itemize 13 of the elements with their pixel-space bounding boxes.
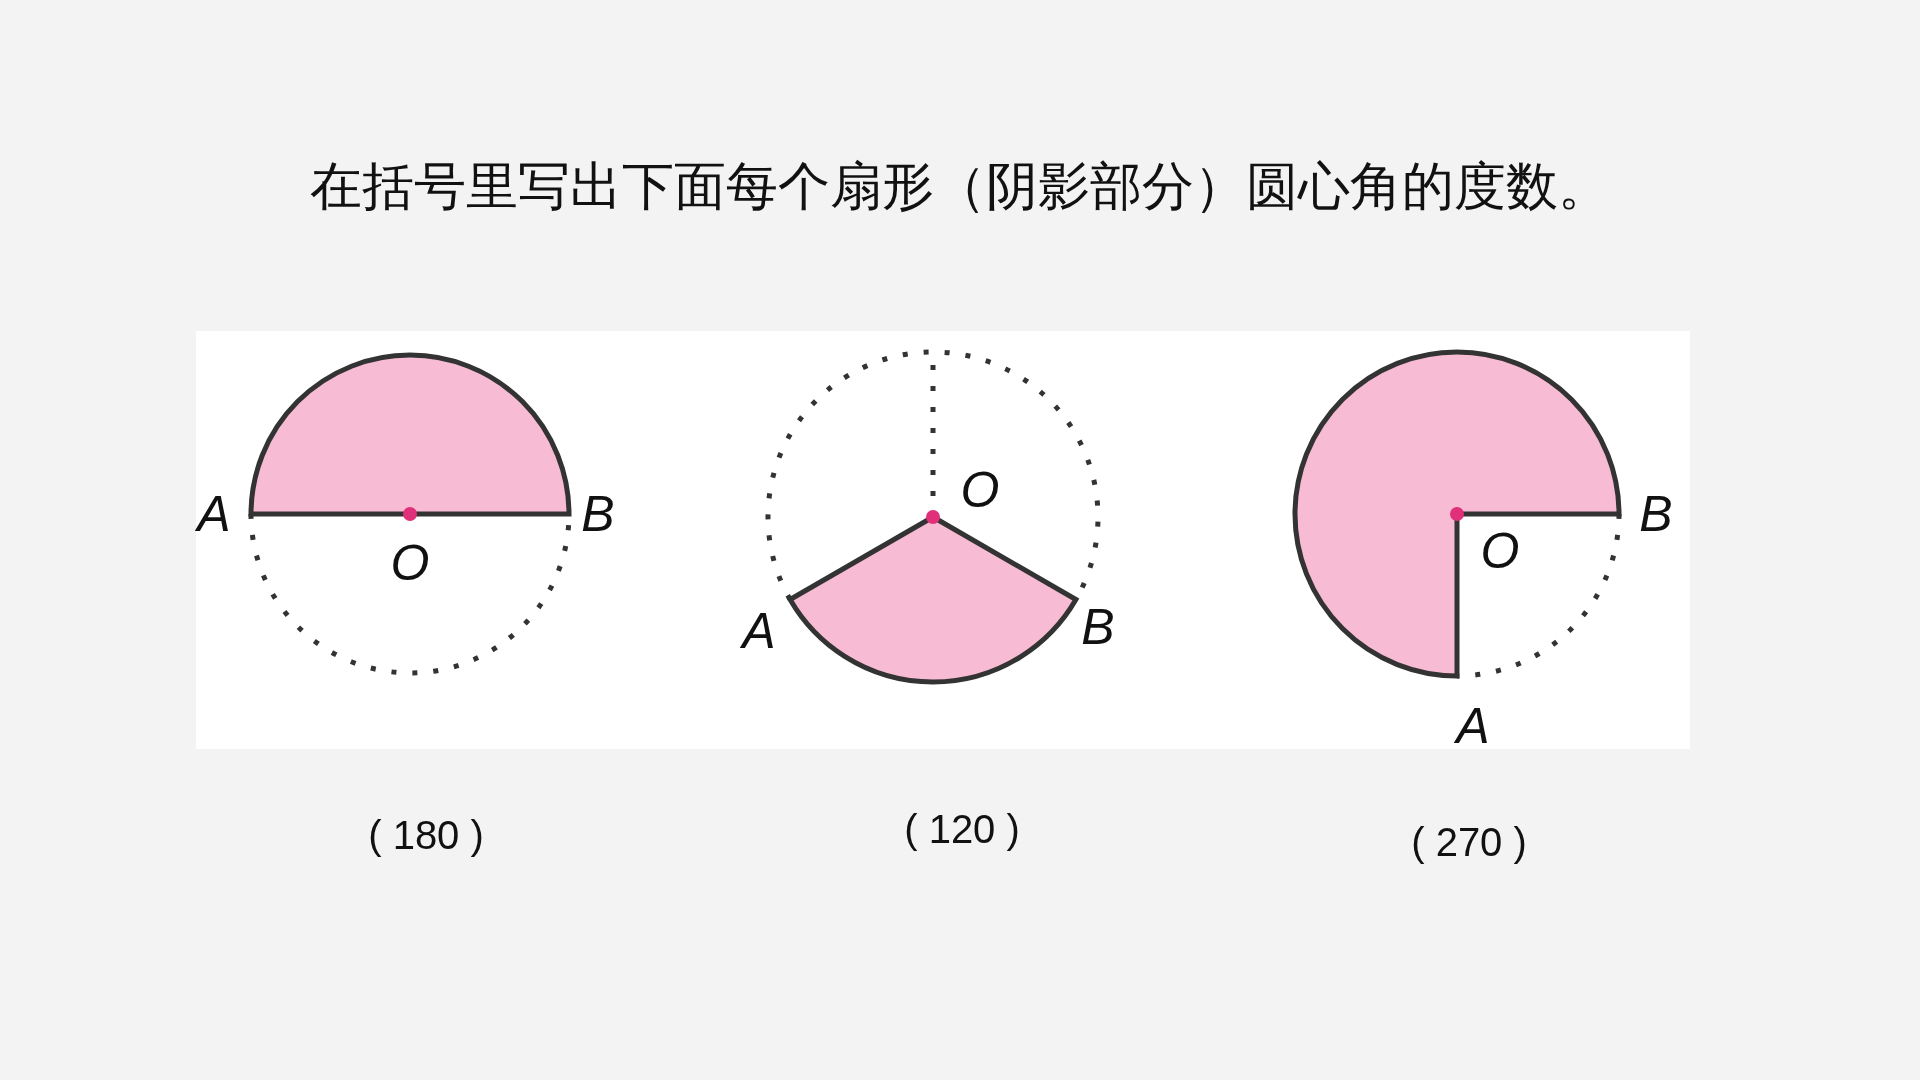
- point-label: A: [197, 489, 231, 539]
- point-label: B: [1639, 489, 1673, 539]
- point-label: B: [1081, 602, 1115, 652]
- title: 在括号里写出下面每个扇形（阴影部分）圆心角的度数。: [310, 160, 1610, 212]
- point-label: A: [742, 606, 776, 656]
- point-label: A: [1456, 701, 1490, 751]
- point-label: B: [581, 489, 615, 539]
- answer-text: ( 180 ): [368, 815, 484, 855]
- point-label: O: [1480, 526, 1520, 576]
- point-label: O: [960, 465, 1000, 515]
- point-label: O: [390, 538, 430, 588]
- answer-text: ( 120 ): [904, 809, 1020, 849]
- answer-text: ( 270 ): [1411, 822, 1527, 862]
